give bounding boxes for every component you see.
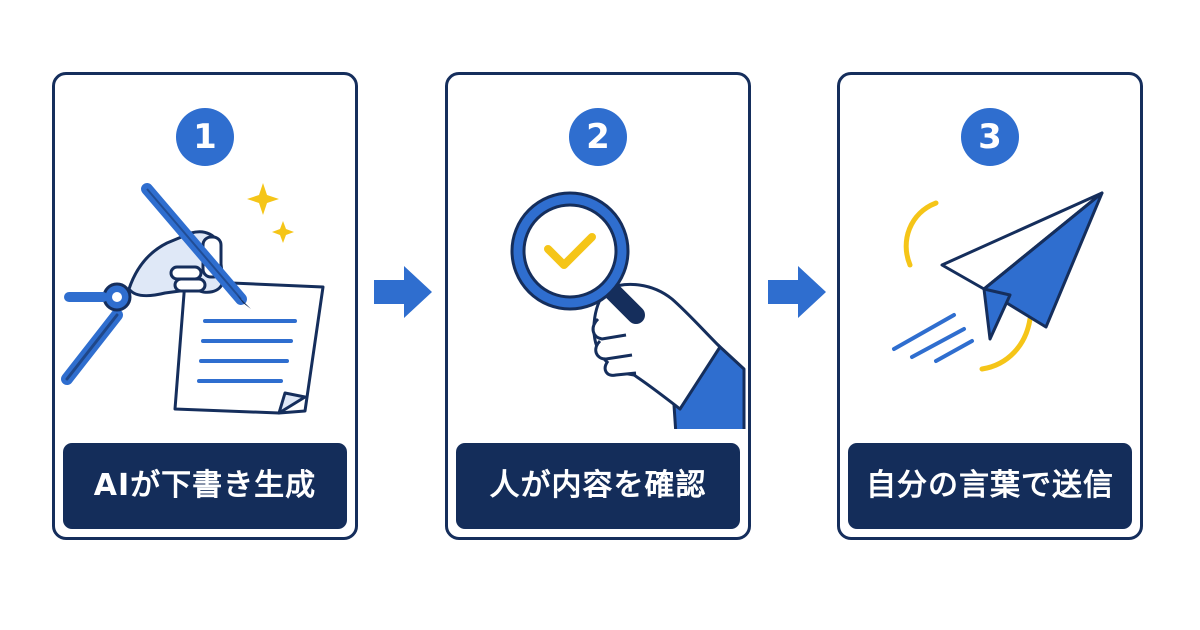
arrow-right-icon [768,266,826,318]
step-number-2: 2 [569,108,627,166]
robot-hand-writing-icon [61,183,325,415]
step-number-3: 3 [961,108,1019,166]
step-label-3: 自分の言葉で送信 [848,443,1132,529]
step-number-1: 1 [176,108,234,166]
step-label-1: AIが下書き生成 [63,443,347,529]
step-card-2: 2 人が内容を確認 [445,72,751,540]
magnifier-check-icon [510,191,746,429]
step-card-3: 3 自分の言葉で送信 [837,72,1143,540]
step-label-2: 人が内容を確認 [456,443,740,529]
arrow-right-icon [374,266,432,318]
paper-plane-icon [892,191,1104,372]
step-card-1: 1 AIが下書き生成 [52,72,358,540]
